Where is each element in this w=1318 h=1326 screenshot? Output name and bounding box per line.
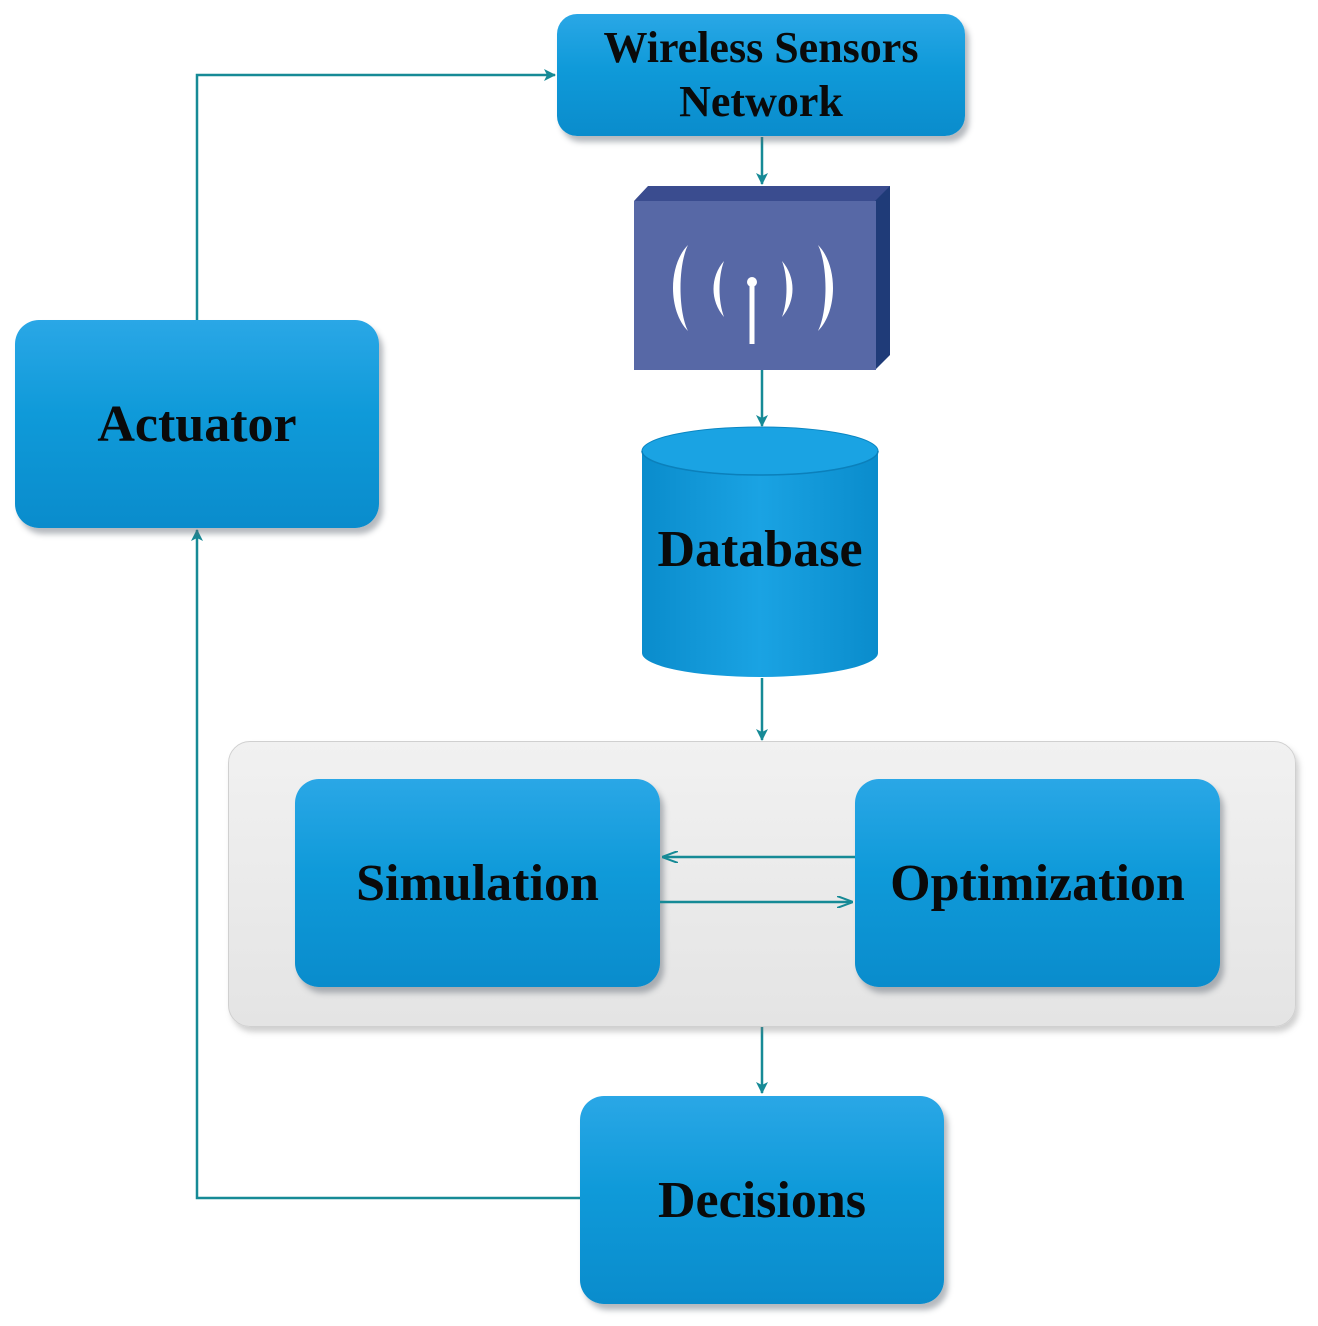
wireless-gateway-icon [634,186,890,370]
simulation-node: Simulation [295,779,660,987]
decisions-label: Decisions [658,1171,866,1229]
simulation-label: Simulation [356,854,599,912]
database-label: Database [657,521,863,578]
wireless-sensors-network-node: Wireless Sensors Network [557,14,965,136]
wsn-label-line2: Network [679,77,843,126]
actuator-node: Actuator [15,320,379,528]
optimization-label: Optimization [890,854,1185,912]
wsn-label-line1: Wireless Sensors [603,23,919,72]
optimization-node: Optimization [855,779,1220,987]
database-node [641,426,879,677]
actuator-label: Actuator [97,395,297,453]
decisions-node: Decisions [580,1096,944,1304]
